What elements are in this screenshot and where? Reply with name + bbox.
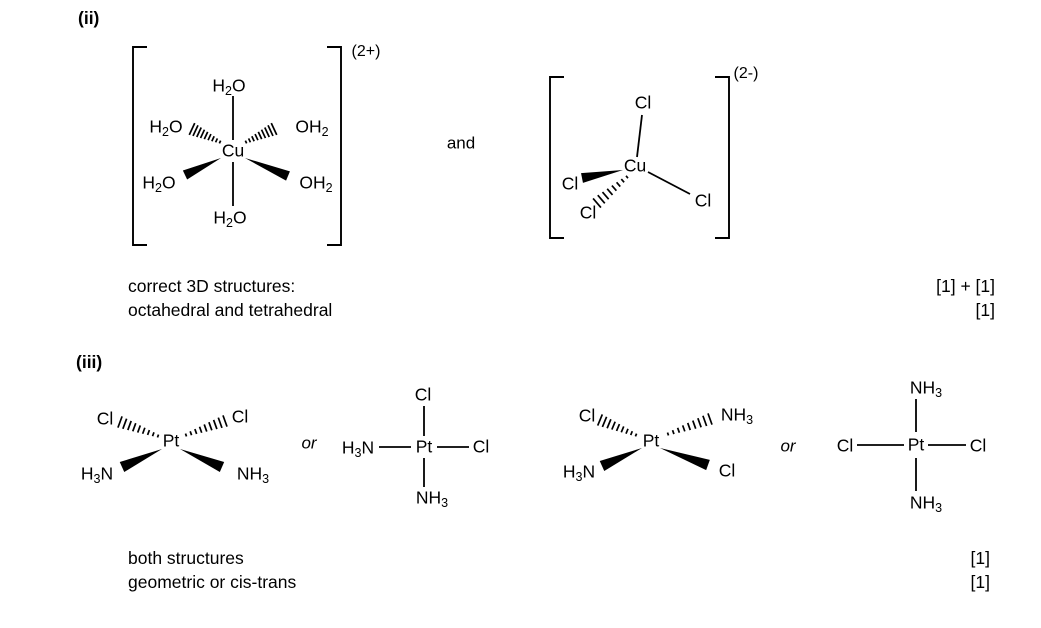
ligand-h3n-lower-left: H3N [562,461,596,484]
structure-transplatin-square-planar: Pt NH3 Cl Cl NH3 [825,370,1005,520]
transplatin-3d-bonds-graphic [596,413,713,472]
ligand-cl-top: Cl [634,92,652,113]
ligand-cl-right: Cl [969,435,987,456]
ligand-cl-upper-left: Cl [96,408,114,429]
bond-hash-upper-right-n [666,413,713,436]
ligand-cl-left: Cl [561,173,579,194]
bond-right-cl [647,171,691,195]
ligand-nh3-top: NH3 [909,377,943,400]
connector-and: and [446,133,476,153]
ligand-oh2-lower-right: OH2 [299,172,333,195]
mark-value: [1] [970,572,990,592]
charge-superscript-2plus: (2+) [351,43,381,60]
bond-hash-lower-left-cl [592,175,629,209]
ligand-h3n-left: H3N [341,437,375,460]
ligand-oh2-upper-right: OH2 [295,116,329,139]
ligand-nh3-upper-right: NH3 [720,404,754,427]
ligand-h2o-bottom: H2O [213,207,247,230]
structure-cisplatin-3d: Pt Cl Cl H3N NH3 [70,400,320,492]
ligand-cl-right: Cl [472,436,490,457]
marks-section-ii: [1] + [1] [1] [936,274,995,322]
marks-section-iii: [1] [1] [971,546,990,594]
cisplanar-bonds-graphic [379,406,469,487]
ligand-cl-top: Cl [414,384,432,405]
ligand-h2o-upper-left: H2O [149,116,183,139]
mark-value: [1] + [1] [936,276,995,296]
tetrahedral-bonds-graphic [549,76,730,239]
cisplatin-3d-bonds-graphic [117,415,228,473]
octahedral-bonds-graphic [132,46,342,246]
caption-line: both structures [128,548,244,568]
bond-wedge-lower-left [182,158,221,180]
bond-hash-upper-left [188,122,222,144]
ligand-nh3-bottom: NH3 [415,487,449,510]
section-ii-label: (ii) [78,8,100,28]
bracket-left-icon [549,76,564,239]
connector-or-2: or [780,436,796,456]
bond-hash-upper-right-cl [184,415,228,437]
structure-tetrachlorocuprate-complex: Cu Cl Cl Cl Cl (2-) [545,58,780,248]
bond-wedge-lower-left-n [599,448,642,472]
ligand-cl-right: Cl [694,190,712,211]
bond-wedge-lower-right-cl [660,448,710,471]
bond-wedge-lower-left-n [119,449,162,473]
transplanar-bonds-graphic [857,399,966,491]
metal-pt: Pt [907,434,925,455]
ligand-h3n-lower-left: H3N [80,463,114,486]
bracket-right-icon [715,76,730,239]
mark-value: [1] [970,548,990,568]
metal-cu: Cu [623,155,647,176]
mark-value: [1] [975,300,995,320]
metal-pt: Pt [162,430,180,451]
structure-hexaaqua-copper-complex: Cu H2O H2O H2O OH2 H2O OH2 (2+) [128,36,390,254]
caption-line: octahedral and tetrahedral [128,300,333,320]
ligand-cl-left: Cl [836,435,854,456]
structure-cisplatin-square-planar: Pt Cl H3N Cl NH3 [330,378,500,513]
bracket-right-icon [327,46,342,246]
connector-or-1: or [301,433,317,453]
bond-wedge-left-cl [581,170,623,183]
bond-wedge-lower-right [245,158,290,181]
ligand-nh3-lower-right: NH3 [236,463,270,486]
ligand-h2o-lower-left: H2O [142,172,176,195]
caption-line: correct 3D structures: [128,276,296,296]
bond-hash-upper-left-cl [117,416,160,438]
ligand-cl-lower-left: Cl [579,202,597,223]
bond-hash-upper-right [244,122,278,144]
metal-cu: Cu [221,140,245,161]
ligand-nh3-bottom: NH3 [909,492,943,515]
caption-line: geometric or cis-trans [128,572,297,592]
caption-section-ii: correct 3D structures: octahedral and te… [128,274,332,322]
bracket-left-icon [132,46,147,246]
metal-pt: Pt [642,430,660,451]
charge-superscript-2minus: (2-) [733,65,759,82]
section-iii-label: (iii) [76,352,103,372]
ligand-h2o-top: H2O [212,75,246,98]
structure-transplatin-3d: Pt Cl NH3 H3N Cl [550,396,805,488]
ligand-cl-lower-right: Cl [718,460,736,481]
ligand-cl-upper-right: Cl [231,406,249,427]
bond-wedge-lower-right-n [180,449,225,473]
bond-hash-upper-left-cl [596,414,638,437]
caption-section-iii: both structures geometric or cis-trans [128,546,296,594]
metal-pt: Pt [415,436,433,457]
ligand-cl-upper-left: Cl [578,405,596,426]
bond-top-cl [636,114,643,158]
